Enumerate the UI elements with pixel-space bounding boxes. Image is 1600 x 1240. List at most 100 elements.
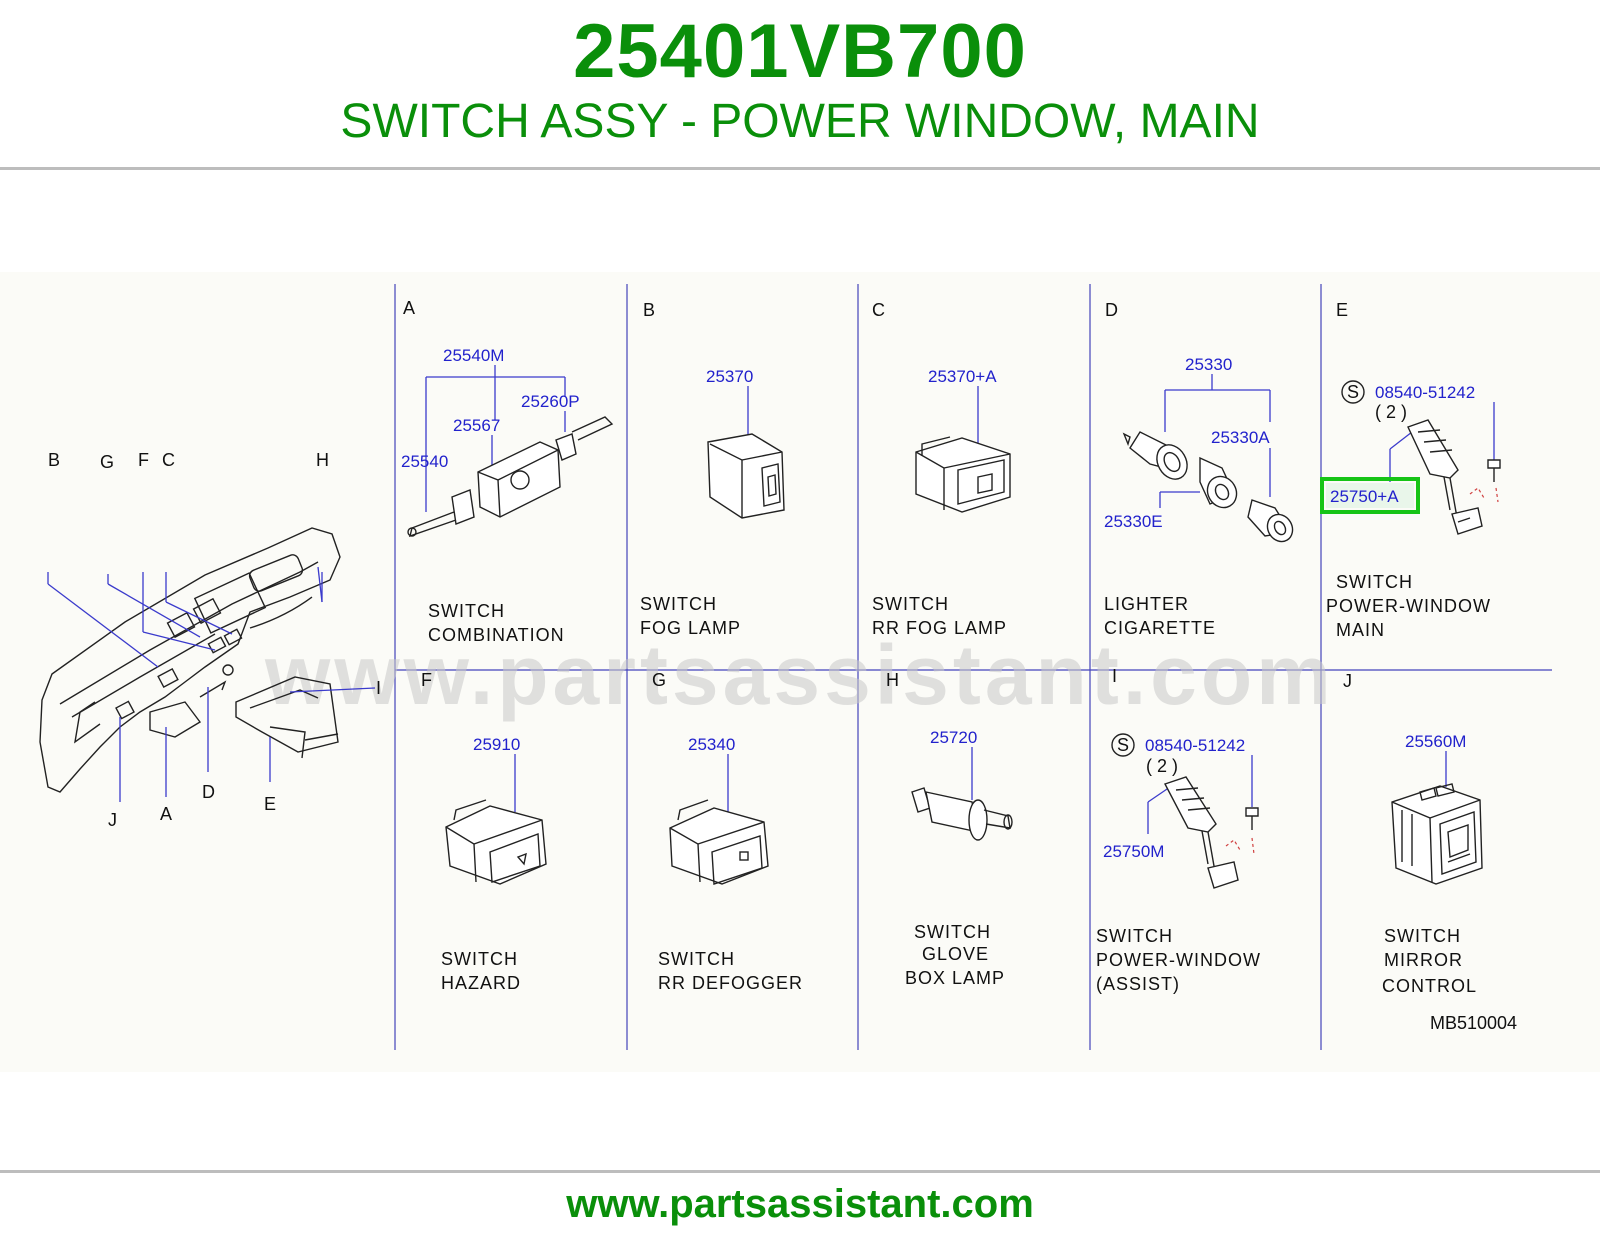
callout-25340: 25340 [688, 735, 735, 754]
panel-f: F 25910 SWITCH HAZARD [421, 670, 547, 993]
panel-b-letter: B [643, 300, 655, 320]
locator-f: F [138, 450, 149, 470]
highlight-box [1320, 477, 1420, 514]
mirror-control-switch-drawing [1391, 783, 1483, 885]
panel-h-caption-2: GLOVE [922, 944, 989, 964]
panel-j-caption-3: CONTROL [1382, 976, 1477, 996]
panel-e-caption-3: MAIN [1336, 620, 1385, 640]
dashboard-overview: B G F C H I J A D E [39, 450, 381, 830]
quantity-two-i: ( 2 ) [1146, 756, 1178, 776]
locator-e: E [264, 794, 276, 814]
panel-j-caption-2: MIRROR [1384, 950, 1463, 970]
glove-box-lamp-switch-drawing [911, 787, 1013, 841]
panel-d: D 25330 25330A 25330E LIGHTER CIGARETTE [1104, 300, 1294, 638]
panel-a-caption-2: COMBINATION [428, 625, 565, 645]
callout-25910: 25910 [473, 735, 520, 754]
panel-e-caption-1: SWITCH [1336, 572, 1413, 592]
panel-h-caption-1: SWITCH [914, 922, 991, 942]
panel-c-letter: C [872, 300, 885, 320]
panel-d-caption-1: LIGHTER [1104, 594, 1189, 614]
watermark-text: www.partsassistant.com [264, 628, 1335, 722]
panel-f-caption-1: SWITCH [441, 949, 518, 969]
parts-diagram-svg: www.partsassistant.com [39, 284, 1552, 1050]
panel-g: G 25340 SWITCH RR DEFOGGER [652, 670, 803, 993]
locator-b: B [48, 450, 60, 470]
combination-switch-drawing [407, 416, 614, 538]
locator-h: H [316, 450, 329, 470]
locator-c: C [162, 450, 175, 470]
locator-a: A [160, 804, 172, 824]
panel-i-letter: I [1112, 666, 1117, 686]
panel-b-caption-2: FOG LAMP [640, 618, 741, 638]
panel-b-caption-1: SWITCH [640, 594, 717, 614]
panel-j: J 25560M SWITCH MIRROR CONTROL [1343, 671, 1483, 996]
callout-25260p: 25260P [521, 392, 580, 411]
panel-e: E S 08540-51242 ( 2 ) 25750+A SWITCH POW… [1320, 300, 1501, 640]
diagram-code: MB510004 [1430, 1013, 1517, 1033]
cigarette-lighter-drawing [1122, 431, 1294, 543]
highlight-fill [1326, 483, 1414, 508]
panel-j-caption-1: SWITCH [1384, 926, 1461, 946]
page-header: 25401VB700 SWITCH ASSY - POWER WINDOW, M… [0, 0, 1600, 170]
panel-c-caption-2: RR FOG LAMP [872, 618, 1007, 638]
power-window-main-switch-drawing [1407, 419, 1501, 535]
panel-a: A 25540M 25260P 25567 25540 SWITCH COMBI… [401, 298, 614, 645]
panel-i-caption-3: (ASSIST) [1096, 974, 1180, 994]
hazard-switch-drawing [445, 799, 547, 885]
callout-25750-a: 25750+A [1330, 487, 1399, 506]
rr-defogger-switch-drawing [669, 799, 769, 885]
panel-c-caption-1: SWITCH [872, 594, 949, 614]
panel-h-caption-3: BOX LAMP [905, 968, 1005, 988]
screw-symbol-s-i: S [1117, 735, 1129, 755]
footer-website-link[interactable]: www.partsassistant.com [566, 1182, 1034, 1226]
panel-h: H 25720 SWITCH GLOVE BOX LAMP [886, 670, 1013, 988]
parts-diagram: www.partsassistant.com [0, 272, 1600, 1072]
callout-25540: 25540 [401, 452, 448, 471]
panel-a-letter: A [403, 298, 415, 318]
callout-25560m: 25560M [1405, 732, 1466, 751]
callout-08540-51242-i: 08540-51242 [1145, 736, 1245, 755]
panel-e-caption-2: POWER-WINDOW [1326, 596, 1491, 616]
panel-f-caption-2: HAZARD [441, 973, 521, 993]
dashboard-illustration [39, 527, 341, 793]
footer-divider [0, 1170, 1600, 1173]
panel-a-caption-1: SWITCH [428, 601, 505, 621]
locator-j: J [108, 810, 117, 830]
panel-b: B 25370 SWITCH FOG LAMP [640, 300, 785, 638]
fog-lamp-switch-drawing [707, 433, 785, 519]
locator-i: I [376, 678, 381, 698]
panel-d-caption-2: CIGARETTE [1104, 618, 1216, 638]
callout-25540m: 25540M [443, 346, 504, 365]
screw-symbol-circle [1341, 380, 1365, 404]
screw-symbol-circle-i [1111, 733, 1135, 757]
callout-25370: 25370 [706, 367, 753, 386]
callout-25370-a: 25370+A [928, 367, 997, 386]
callout-25567: 25567 [453, 416, 500, 435]
power-window-assist-switch-drawing [1163, 776, 1259, 889]
panel-i-caption-2: POWER-WINDOW [1096, 950, 1261, 970]
callout-25330: 25330 [1185, 355, 1232, 374]
panel-g-letter: G [652, 670, 666, 690]
part-number-title: 25401VB700 [573, 9, 1027, 94]
callout-25330a: 25330A [1211, 428, 1270, 447]
callout-25750m: 25750M [1103, 842, 1164, 861]
locator-d: D [202, 782, 215, 802]
callout-25720: 25720 [930, 728, 977, 747]
part-name-subtitle: SWITCH ASSY - POWER WINDOW, MAIN [340, 95, 1260, 148]
panel-h-letter: H [886, 670, 899, 690]
header-divider [0, 167, 1600, 170]
panel-i: I S 08540-51242 ( 2 ) 25750M SWITCH POWE… [1096, 666, 1261, 994]
panel-i-caption-1: SWITCH [1096, 926, 1173, 946]
panel-grid [394, 284, 1552, 1050]
callout-25330e: 25330E [1104, 512, 1163, 531]
rr-fog-lamp-switch-drawing [915, 436, 1011, 513]
callout-08540-51242: 08540-51242 [1375, 383, 1475, 402]
quantity-two: ( 2 ) [1375, 402, 1407, 422]
screw-symbol-s: S [1347, 382, 1359, 402]
panel-g-caption-2: RR DEFOGGER [658, 973, 803, 993]
panel-j-letter: J [1343, 671, 1352, 691]
panel-g-caption-1: SWITCH [658, 949, 735, 969]
panel-e-letter: E [1336, 300, 1348, 320]
panel-c: C 25370+A SWITCH RR FOG LAMP [872, 300, 1011, 638]
panel-f-letter: F [421, 670, 432, 690]
